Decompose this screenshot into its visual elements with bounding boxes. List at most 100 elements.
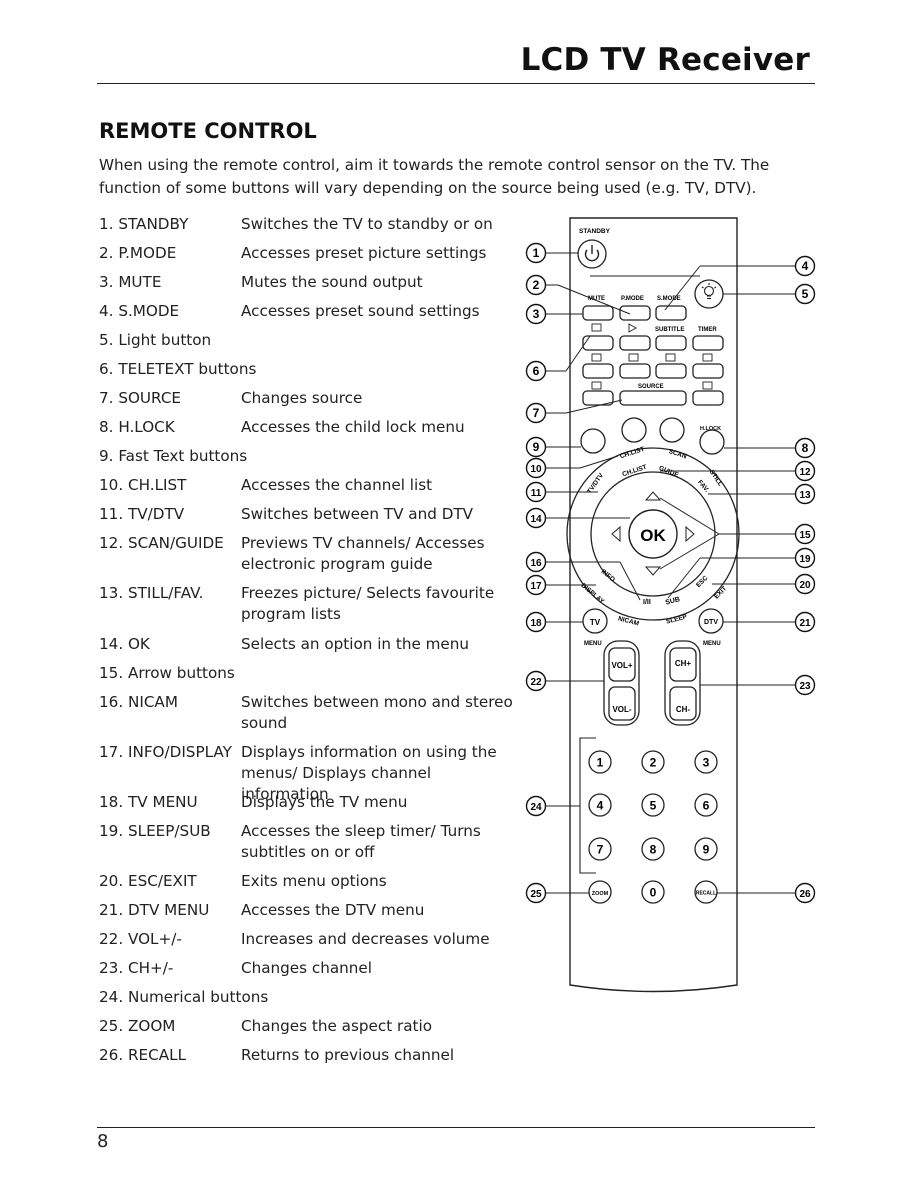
item-description: Returns to previous channel: [241, 1046, 455, 1064]
item-description: Changes the aspect ratio: [241, 1017, 432, 1035]
subtitle-label: SUBTITLE: [655, 327, 684, 333]
teletext-icon-6: [702, 353, 713, 362]
item-description: Changes source: [241, 389, 363, 407]
vol-plus-label: VOL+: [611, 661, 632, 670]
item-name: 23. CH+/-: [99, 959, 174, 977]
item-description: Displays information on using the menus/…: [241, 743, 497, 803]
item-name: 5. Light button: [99, 331, 212, 349]
ch-minus-button: [669, 686, 697, 721]
item-name: 8. H.LOCK: [99, 418, 175, 436]
digit-label: 5: [650, 799, 657, 813]
callout-marker: [525, 360, 547, 382]
item-name: 11. TV/DTV: [99, 505, 185, 523]
digit-button: [641, 837, 665, 861]
header-rule: [97, 83, 815, 84]
item-description: Accesses the child lock menu: [241, 418, 465, 436]
callout-number: 17: [530, 581, 542, 592]
item-name: 15. Arrow buttons: [99, 664, 235, 682]
hlock-label: H.LOCK: [700, 426, 721, 432]
callout-marker: [794, 523, 816, 545]
digit-label: 0: [650, 886, 657, 900]
pmode-button: [619, 305, 651, 321]
callout-number: 19: [799, 554, 811, 565]
item-description: Accesses preset picture settings: [241, 244, 487, 262]
zoom-button: [588, 880, 612, 904]
callout-marker: [525, 574, 547, 596]
item-name: 17. INFO/DISPLAY: [99, 743, 232, 761]
callout-marker: [525, 242, 547, 264]
callout-number: 14: [530, 514, 542, 525]
vol-minus-button: [608, 686, 636, 721]
callout-number: 8: [802, 441, 809, 455]
teletext-icon-7: [591, 381, 602, 390]
digit-label: 9: [703, 843, 710, 857]
callout-number: 15: [799, 530, 811, 541]
digit-button: [641, 750, 665, 774]
callout-number: 3: [533, 307, 540, 321]
tv-menu-button: [582, 608, 608, 634]
tv-label: TV: [590, 618, 601, 627]
digit-button: [588, 837, 612, 861]
item-name: 24. Numerical buttons: [99, 988, 269, 1006]
callout-marker: [794, 573, 816, 595]
callout-number: 23: [799, 681, 811, 692]
vol-minus-label: VOL-: [612, 705, 631, 714]
callout-marker: [525, 457, 547, 479]
callout-marker: [794, 547, 816, 569]
source-label: SOURCE: [638, 384, 664, 390]
header-title: LCD TV Receiver: [520, 42, 810, 78]
item-name: 25. ZOOM: [99, 1017, 176, 1035]
item-description: Accesses the channel list: [241, 476, 433, 494]
dtv-menu-button: [698, 608, 724, 634]
digit-button: [694, 793, 718, 817]
section-title: REMOTE CONTROL: [99, 119, 317, 143]
callout-marker: [794, 611, 816, 633]
teletext-icon-1: [591, 323, 602, 332]
mute-button: [582, 305, 614, 321]
arrow-down-icon: [644, 566, 662, 576]
callout-number: 1: [533, 246, 540, 260]
item-description: Switches between TV and DTV: [241, 505, 474, 523]
vol-plus-button: [608, 647, 636, 682]
digit-label: 6: [703, 799, 710, 813]
item-name: 21. DTV MENU: [99, 901, 210, 919]
item-description: Displays the TV menu: [241, 793, 408, 811]
teletext-button-8: [692, 390, 724, 406]
item-name: 20. ESC/EXIT: [99, 872, 197, 890]
callout-number: 26: [799, 889, 811, 900]
callout-number: 6: [533, 364, 540, 378]
callout-marker: [525, 436, 547, 458]
callout-number: 21: [799, 618, 811, 629]
callout-number: 18: [530, 618, 542, 629]
timer-button: [692, 335, 724, 351]
fast-text-button-2: [621, 417, 647, 443]
bulb-icon: [701, 283, 717, 300]
iii-label: I/II: [643, 599, 651, 606]
callout-marker: [525, 303, 547, 325]
callout-marker: [525, 670, 547, 692]
item-name: 1. STANDBY: [99, 215, 189, 233]
item-name: 18. TV MENU: [99, 793, 198, 811]
item-name: 10. CH.LIST: [99, 476, 187, 494]
digit-button: [694, 750, 718, 774]
callout-marker: [525, 481, 547, 503]
callout-marker: [525, 507, 547, 529]
callout-number: 20: [799, 580, 811, 591]
ch-minus-label: CH-: [676, 705, 691, 714]
item-description: Accesses the sleep timer/ Turns subtitle…: [241, 822, 481, 861]
recall-label: RECALL: [696, 891, 716, 897]
teletext-button-4: [619, 363, 651, 379]
callout-number: 24: [530, 802, 542, 813]
callout-marker: [525, 402, 547, 424]
item-name: 26. RECALL: [99, 1046, 187, 1064]
item-name: 12. SCAN/GUIDE: [99, 534, 224, 552]
arrow-up-icon: [644, 491, 662, 501]
page-number: 8: [97, 1131, 109, 1152]
pmode-label: P.MODE: [621, 296, 644, 302]
dtv-label: DTV: [704, 619, 718, 626]
item-description: Freezes picture/ Selects favourite progr…: [241, 584, 495, 623]
source-button: [619, 390, 687, 406]
teletext-button-5: [655, 363, 687, 379]
